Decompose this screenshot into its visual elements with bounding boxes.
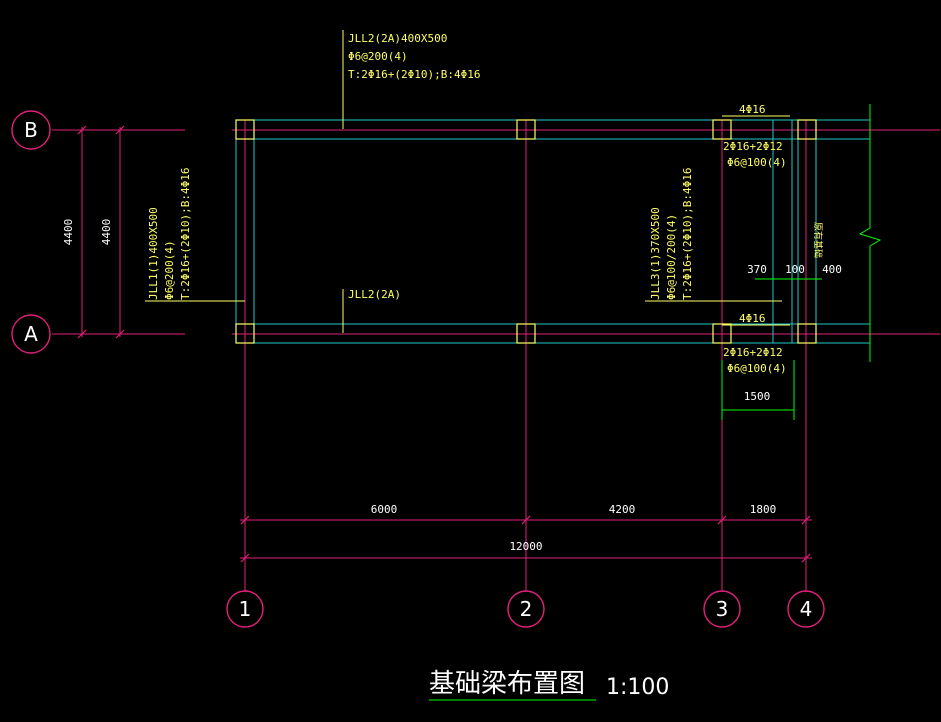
break-line: [858, 104, 882, 362]
jll2-top-annotation: JLL2(2A)400X500 Φ6@200(4) T:2Φ16+(2Φ10);…: [348, 32, 480, 81]
axis-bubble-a: [11, 314, 51, 354]
jll3-line3: T:2Φ16+(2Φ10);B:4Φ16: [681, 168, 694, 300]
axis-label-3: 3: [716, 597, 729, 621]
vertical-note: 原有基础: [812, 222, 824, 258]
axis-bubbles: B A 1 2 3 4: [11, 110, 825, 628]
jll1-line1: JLL1(1)400X500: [147, 207, 160, 300]
dim-text-left-inner: 4400: [100, 219, 113, 246]
columns: [235, 119, 817, 344]
axis-label-a: A: [24, 322, 38, 346]
jll2-top-line1: JLL2(2A)400X500: [348, 32, 447, 45]
jll1-line2: Φ6@200(4): [163, 240, 176, 300]
jll1-line3: T:2Φ16+(2Φ10);B:4Φ16: [179, 168, 192, 300]
horizontal-axis-lines: [52, 120, 940, 592]
jll2-top-line2: Φ6@200(4): [348, 50, 408, 63]
axis-bubble-1: [226, 590, 264, 628]
jll2-bottom-label: JLL2(2A): [348, 288, 401, 301]
axis-bubble-4: [787, 590, 825, 628]
column-b2: [516, 119, 536, 140]
jll3-line1: JLL3(1)370X500: [649, 207, 662, 300]
dim-text-right-400: 400: [822, 263, 842, 276]
drawing-title: 基础梁布置图: [429, 669, 585, 699]
axis-label-b: B: [24, 118, 38, 142]
dim-text-detail: 1500: [744, 390, 771, 403]
jll2-top-line3: T:2Φ16+(2Φ10);B:4Φ16: [348, 68, 480, 81]
dim-text-left-outer: 4400: [62, 219, 75, 246]
dim-text-right-370: 370: [747, 263, 767, 276]
bottom-right-bars2: 2Φ16+2Φ12: [723, 346, 783, 359]
dim-text-right-100: 100: [785, 263, 805, 276]
column-a3: [712, 323, 732, 344]
dimension-ticks: [77, 125, 811, 563]
green-lines: [429, 104, 882, 701]
bottom-right-stirrup: Φ6@100(4): [727, 362, 787, 375]
top-right-bars2: 2Φ16+2Φ12: [723, 140, 783, 153]
bottom-right-bars: 4Φ16: [739, 312, 766, 325]
jll3-line2: Φ6@100/200(4): [665, 214, 678, 300]
dim-text-bay-2: 4200: [609, 503, 636, 516]
axis-label-2: 2: [520, 597, 533, 621]
jll1-annotation: JLL1(1)400X500 Φ6@200(4) T:2Φ16+(2Φ10);B…: [147, 168, 192, 300]
top-right-bars: 4Φ16: [739, 103, 766, 116]
beam-outlines: [235, 119, 870, 344]
column-a4: [797, 323, 817, 344]
column-b4: [797, 119, 817, 140]
column-a1: [235, 323, 255, 344]
dim-text-bay-1: 6000: [371, 503, 398, 516]
jll3-annotation: JLL3(1)370X500 Φ6@100/200(4) T:2Φ16+(2Φ1…: [649, 168, 694, 300]
column-b3: [712, 119, 732, 140]
axis-label-1: 1: [239, 597, 252, 621]
top-right-annotation: 4Φ16 2Φ16+2Φ12 Φ6@100(4): [723, 103, 787, 169]
leader-lines: [145, 30, 790, 333]
axis-bubble-2: [507, 590, 545, 628]
drawing-scale: 1:100: [606, 675, 669, 700]
dim-text-total: 12000: [509, 540, 542, 553]
axis-bubble-b: [11, 110, 51, 150]
axis-label-4: 4: [800, 597, 813, 621]
column-a2: [516, 323, 536, 344]
column-b1: [235, 119, 255, 140]
bottom-right-annotation: 4Φ16 2Φ16+2Φ12 Φ6@100(4): [723, 312, 787, 375]
dim-text-bay-3: 1800: [750, 503, 777, 516]
axis-bubble-3: [703, 590, 741, 628]
top-right-stirrup: Φ6@100(4): [727, 156, 787, 169]
